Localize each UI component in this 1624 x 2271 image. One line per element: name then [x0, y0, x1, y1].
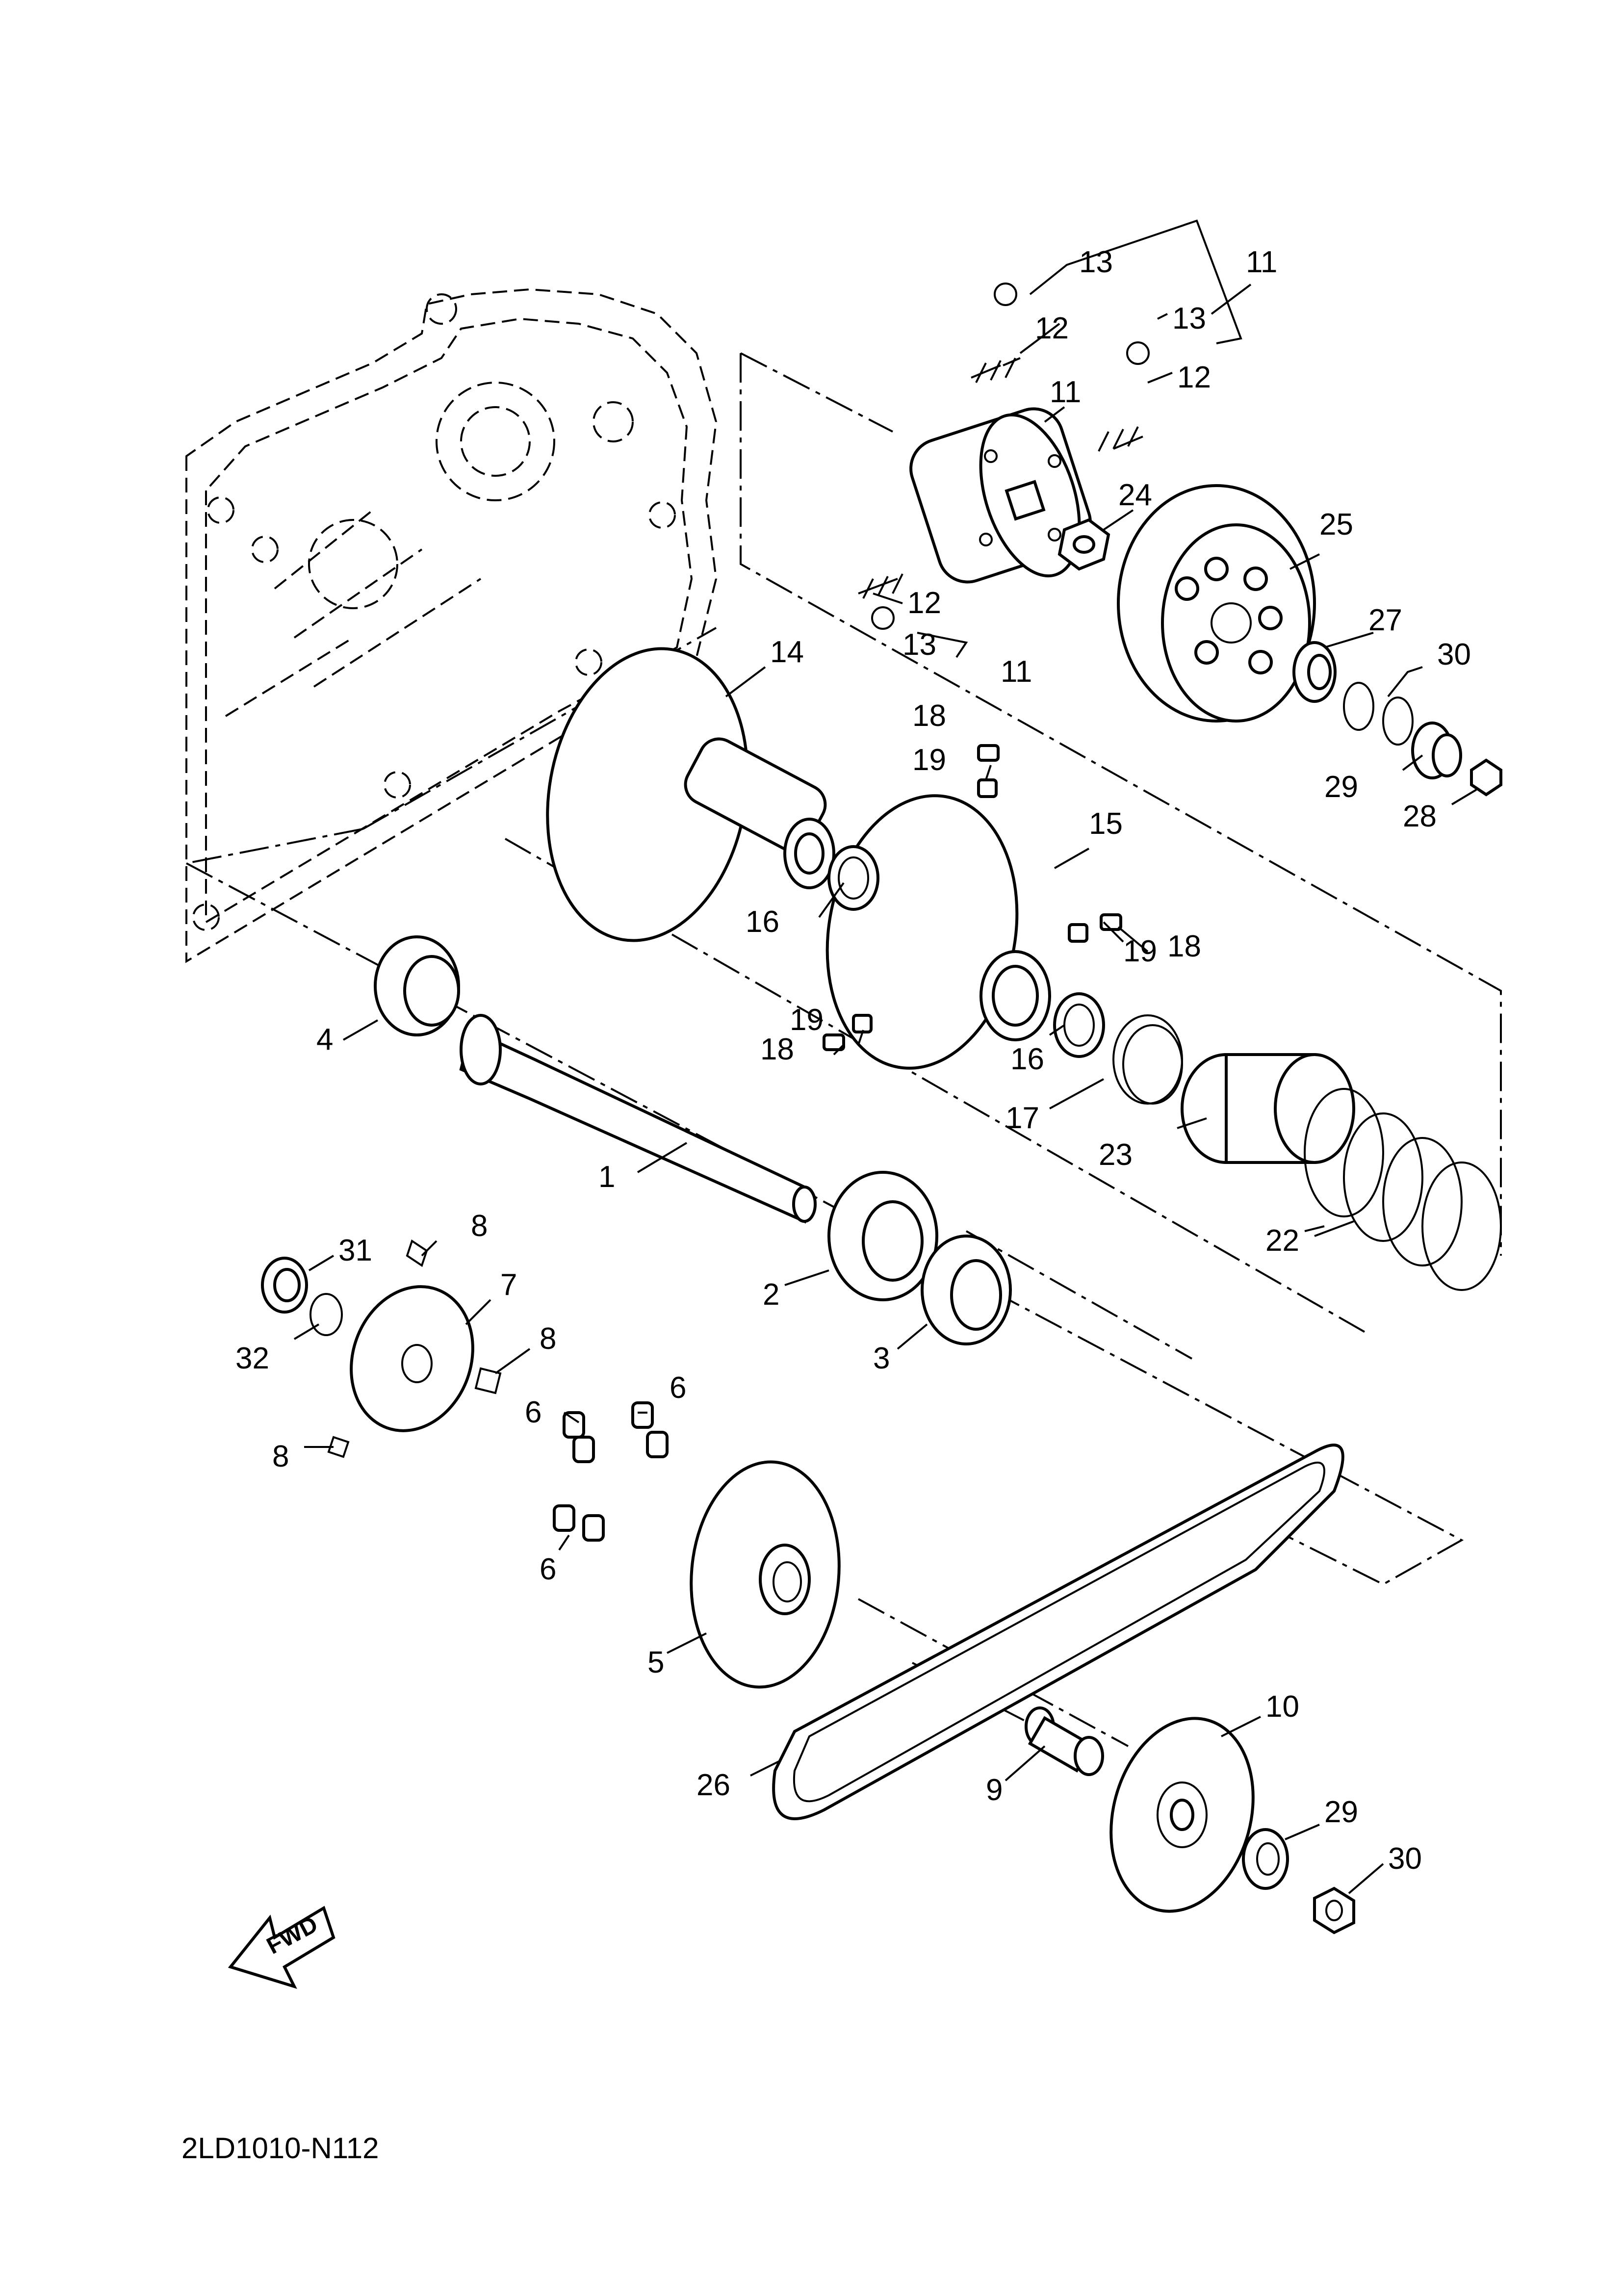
callout-31: 31 [338, 1234, 372, 1267]
callout-19: 19 [1123, 934, 1157, 968]
compression-spring-20 [1304, 1088, 1502, 1291]
bolt-26 [1470, 758, 1502, 797]
callout-16: 16 [1010, 1042, 1044, 1076]
callout-10: 10 [1265, 1690, 1299, 1724]
callout-18: 18 [760, 1032, 794, 1066]
callout-8: 8 [471, 1209, 488, 1243]
v-belt-24 [772, 1444, 1344, 1820]
callout-11: 11 [1050, 375, 1081, 409]
callout-26: 28 [1403, 800, 1437, 833]
callout-6: 6 [540, 1552, 556, 1586]
callout-17: 17 [1005, 1101, 1039, 1135]
springs-12 [858, 357, 1143, 599]
callout-12: 12 [1035, 311, 1069, 345]
callout-11: 11 [1246, 245, 1277, 279]
callout-32: 32 [235, 1342, 269, 1375]
primary-sliding-sheave-5 [690, 1460, 841, 1689]
callout-27: 29 [1324, 770, 1358, 804]
callout-30: 30 [1388, 1842, 1422, 1876]
callout-9: 9 [986, 1773, 1003, 1807]
weights-6 [553, 1401, 669, 1542]
bearing-25 [1292, 641, 1337, 703]
callout-3: 3 [873, 1342, 890, 1375]
callout-6: 6 [670, 1371, 686, 1405]
callout-5: 5 [647, 1646, 664, 1679]
o-ring-32 [309, 1293, 343, 1336]
callout-13: 13 [1079, 245, 1113, 279]
clutch-carrier-11 [909, 407, 1092, 584]
callout-18: 18 [912, 699, 946, 733]
callout-13: 13 [902, 628, 936, 662]
callout-16: 16 [746, 905, 779, 939]
guide-21 [1181, 1053, 1355, 1164]
o-ring-17 [1112, 1014, 1183, 1105]
callout-28: 30 [1437, 638, 1471, 671]
oil-seal-31 [261, 1257, 308, 1314]
callout-2: 2 [763, 1278, 779, 1312]
callout-18: 18 [1167, 929, 1201, 963]
fwd-arrow-icon: FWD [228, 1906, 335, 1989]
secondary-shaft-1 [459, 1014, 817, 1224]
callout-13: 13 [1172, 302, 1206, 335]
callout-15: 15 [1089, 807, 1123, 841]
callout-8: 8 [272, 1440, 289, 1473]
callout-21: 23 [1099, 1138, 1133, 1172]
callout-20: 22 [1265, 1224, 1299, 1258]
callout-14: 14 [770, 635, 804, 669]
o-rings-16 [827, 845, 1105, 1058]
nut-22 [1057, 518, 1110, 571]
callout-1: 1 [598, 1160, 615, 1194]
bearing-2 [827, 1171, 938, 1301]
callout-24: 26 [696, 1768, 730, 1802]
cam-7 [350, 1285, 474, 1432]
washer-29 [1242, 1828, 1289, 1890]
collar-9 [1025, 1706, 1104, 1776]
callout-labels: 13 11 12 13 12 11 24 25 27 30 29 28 12 1… [235, 245, 1471, 1807]
clips-13 [871, 283, 1150, 630]
callout-7: 7 [500, 1268, 517, 1302]
callout-23: 25 [1319, 508, 1353, 542]
callout-19: 19 [912, 743, 946, 777]
callout-12: 12 [907, 586, 941, 620]
oil-seal-3 [921, 1235, 1012, 1345]
nut-30 [1313, 1886, 1355, 1935]
callout-4: 4 [316, 1023, 333, 1057]
primary-sliding-sheave-14 [546, 647, 835, 942]
callout-8: 8 [540, 1322, 556, 1356]
callout-19: 19 [790, 1003, 824, 1037]
leader-lines [293, 219, 1477, 1894]
callout-12: 12 [1177, 361, 1211, 394]
spring-27 [1411, 722, 1462, 779]
callout-11: 11 [1001, 655, 1032, 689]
primary-fixed-sheave-10 [1109, 1717, 1255, 1913]
callout-29: 29 [1324, 1795, 1358, 1829]
callout-25: 27 [1368, 603, 1402, 637]
callout-22: 24 [1118, 478, 1152, 512]
bearing-4 [374, 935, 460, 1036]
callout-6: 6 [525, 1395, 541, 1429]
clutch-housing-23 [1117, 484, 1316, 723]
drawing-code: 2LD1010-N112 [181, 2132, 379, 2165]
collar-28 [1343, 682, 1414, 746]
